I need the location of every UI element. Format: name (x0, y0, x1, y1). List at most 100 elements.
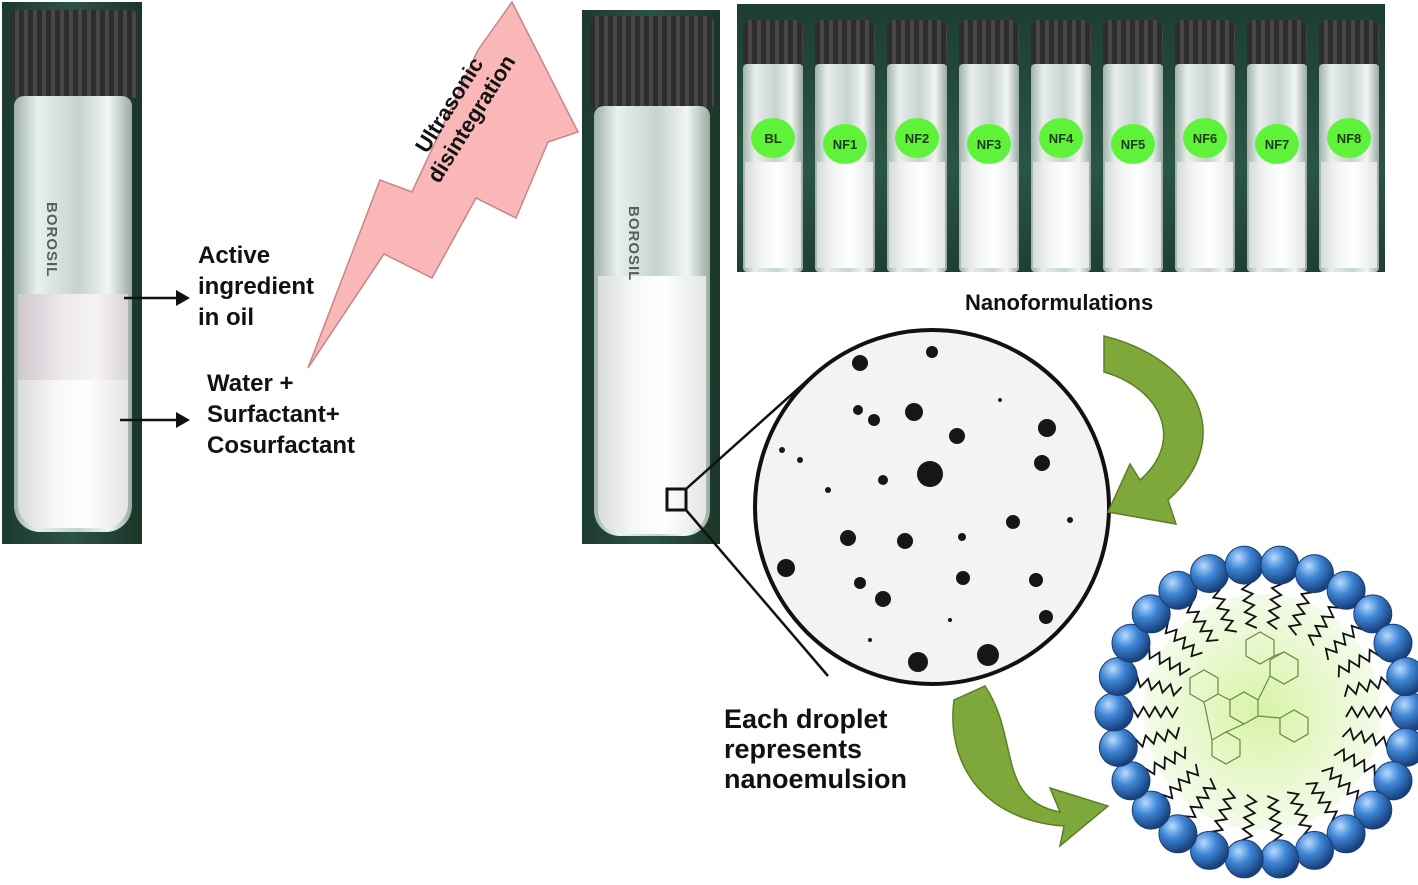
surfactant-tail (1343, 675, 1391, 698)
vial-cap (1175, 20, 1235, 66)
surfactant-tail (1185, 601, 1219, 643)
surfactant-tail (1241, 794, 1258, 842)
green-arrow-bottom (952, 685, 1110, 848)
vial-tag: NF6 (1183, 118, 1227, 158)
water-phase (18, 380, 128, 528)
surfactant-head (1098, 727, 1138, 767)
vial-tag: NF4 (1039, 118, 1083, 158)
droplet (1006, 515, 1020, 529)
water-mix-label: Water + Surfactant+ Cosurfactant (207, 368, 355, 461)
droplet (878, 475, 888, 485)
droplet (1038, 419, 1056, 437)
vial-tag: NF1 (823, 124, 867, 164)
active-molecules (1189, 631, 1309, 765)
label-line: ingredient (198, 273, 315, 300)
droplet (948, 618, 952, 622)
droplet (1067, 517, 1073, 523)
surfactant-tail (1131, 705, 1179, 719)
label-line: Surfactant+ (207, 401, 340, 428)
vial-tag: NF8 (1327, 118, 1371, 158)
surfactant-tail (1266, 582, 1283, 630)
vial-liquid (961, 162, 1017, 268)
surfactant-tail (1333, 747, 1376, 777)
surfactant-tail (1144, 746, 1187, 776)
surfactant-tail (1337, 648, 1380, 678)
droplet (998, 398, 1002, 402)
droplet-caption: Each droplet represents nanoemulsion (724, 704, 907, 794)
surfactant-tail (1324, 624, 1363, 661)
droplet (840, 530, 856, 546)
surfactant-head (1260, 545, 1300, 585)
surfactant-tail (1287, 591, 1313, 636)
surfactant-head (1295, 830, 1334, 870)
middle-vial-photo: BOROSIL (582, 10, 720, 544)
vial-cap (959, 20, 1019, 66)
surfactant-head (1295, 554, 1334, 594)
label-line: in oil (198, 304, 254, 331)
surfactant-head (1098, 657, 1138, 697)
droplet (875, 591, 891, 607)
surfactant-head (1111, 623, 1151, 663)
vial-liquid (1105, 162, 1161, 268)
vial-cap (590, 16, 714, 108)
vial-tag: NF3 (967, 124, 1011, 164)
vial-cap (743, 20, 803, 66)
droplets (777, 346, 1073, 672)
surfactant-tail (1164, 621, 1203, 658)
label-line: Active (198, 242, 271, 269)
surfactant-tail (1240, 581, 1258, 629)
surfactant-head (1326, 570, 1366, 610)
droplet (825, 487, 831, 493)
arrow-water (120, 412, 190, 428)
vial-liquid (1177, 162, 1233, 268)
surfactant-head (1094, 692, 1134, 732)
vial-tag: BL (751, 118, 795, 158)
droplet (853, 405, 863, 415)
surfactant-head (1386, 657, 1418, 697)
droplet (1029, 573, 1043, 587)
surfactant-head (1373, 761, 1413, 801)
droplet (779, 447, 785, 453)
vial-liquid (1033, 162, 1089, 268)
nanoformulations-label: Nanoformulations (965, 290, 1154, 315)
surfactant-tail (1136, 675, 1183, 698)
surfactant-head (1390, 692, 1418, 732)
vial-tag: NF2 (895, 118, 939, 158)
vial-cap (887, 20, 947, 66)
vial-cap (815, 20, 875, 66)
oil-phase (18, 294, 128, 380)
surfactant-head (1158, 570, 1198, 610)
surfactant-tail (1148, 647, 1191, 677)
surfactant-tail (1307, 605, 1341, 647)
droplet (868, 414, 880, 426)
droplet (958, 533, 966, 541)
surfactant-tail (1321, 766, 1360, 803)
surfactant-tail (1211, 788, 1237, 833)
surfactant-head (1158, 814, 1198, 854)
vial-liquid (1321, 162, 1377, 268)
droplet (905, 403, 923, 421)
surfactant-head (1131, 790, 1171, 830)
label-line: Each droplet (724, 704, 888, 734)
surfactant-head (1131, 594, 1171, 634)
vial-liquid (745, 162, 801, 268)
surfactant-head (1224, 839, 1264, 879)
droplet (917, 461, 943, 487)
vial-cap (1103, 20, 1163, 66)
surfactant-head (1326, 814, 1366, 854)
surfactant-head (1224, 545, 1264, 585)
label-line: nanoemulsion (724, 764, 908, 794)
surfactant-tail (1266, 795, 1284, 843)
micelle (1094, 545, 1418, 879)
active-ingredient-label: Active ingredient in oil (198, 240, 314, 333)
surfactant-tail (1211, 588, 1238, 633)
droplet (797, 457, 803, 463)
label-line: represents (724, 734, 863, 764)
surfactant-tail (1183, 777, 1217, 819)
surfactant-head (1111, 761, 1151, 801)
surfactant-head (1190, 830, 1229, 870)
arrow-oil (124, 290, 190, 306)
surfactant-tail (1305, 781, 1339, 823)
